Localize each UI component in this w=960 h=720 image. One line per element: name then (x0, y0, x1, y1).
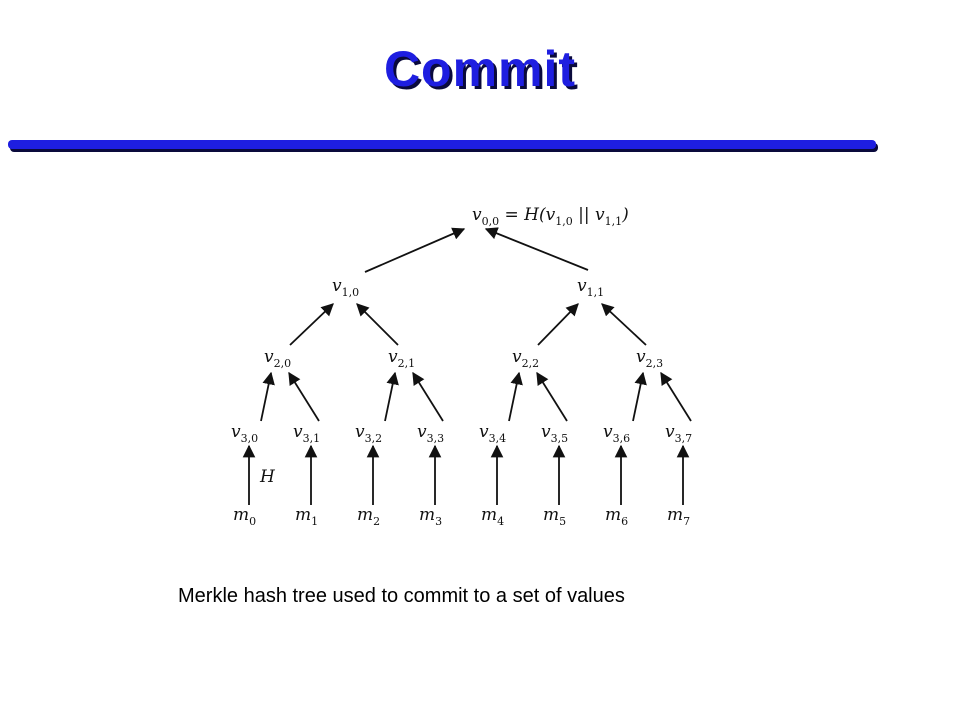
level3-node-label: v3,2 (355, 422, 382, 445)
level3-node-label: v3,4 (479, 422, 506, 445)
level1-node-label: v1,0 (332, 276, 359, 299)
leaf-to-level2-arrow (536, 371, 568, 422)
slide-title: Commit (383, 41, 577, 97)
title-divider (8, 140, 876, 149)
leaf-to-level2-arrow (508, 371, 523, 422)
level2-node-label: v2,2 (512, 347, 539, 370)
level2-to-level1-arrow (289, 303, 334, 346)
message-label: m6 (605, 505, 628, 528)
level2-node-label: v2,3 (636, 347, 663, 370)
message-label: m0 (233, 505, 256, 528)
level1-to-root-arrow (364, 227, 466, 273)
level2-to-level1-arrow (601, 303, 647, 346)
level3-node-label: v3,6 (603, 422, 630, 445)
level3-node-label: v3,3 (417, 422, 444, 445)
level3-node-label: v3,7 (665, 422, 692, 445)
hash-function-label: H (259, 467, 276, 487)
leaf-to-level2-arrow (288, 371, 320, 422)
message-label: m7 (667, 505, 690, 528)
message-label: m2 (357, 505, 380, 528)
level2-node-label: v2,0 (264, 347, 291, 370)
leaf-to-level2-arrow (260, 371, 275, 422)
level3-node-label: v3,0 (231, 422, 258, 445)
level3-node-label: v3,1 (293, 422, 320, 445)
diagram-caption: Merkle hash tree used to commit to a set… (178, 585, 625, 607)
level1-to-root-arrow (484, 227, 589, 271)
leaf-to-level2-arrow (632, 371, 647, 422)
message-label: m3 (419, 505, 442, 528)
message-label: m1 (295, 505, 318, 528)
message-label: m5 (543, 505, 566, 528)
message-label: m4 (481, 505, 504, 528)
leaf-to-level2-arrow (412, 371, 444, 422)
level3-node-label: v3,5 (541, 422, 568, 445)
root-node-label: v0,0 = H(v1,0 || v1,1) (472, 205, 629, 228)
level2-to-level1-arrow (537, 303, 579, 346)
leaf-to-level2-arrow (660, 371, 692, 422)
leaf-to-level2-arrow (384, 371, 399, 422)
tree-edges (242, 227, 692, 505)
level1-node-label: v1,1 (577, 276, 604, 299)
level2-node-label: v2,1 (388, 347, 415, 370)
level2-to-level1-arrow (356, 303, 399, 346)
tree-labels: v0,0 = H(v1,0 || v1,1) v1,0 v1,1 v2,0 v2,1 v2… (231, 205, 692, 528)
